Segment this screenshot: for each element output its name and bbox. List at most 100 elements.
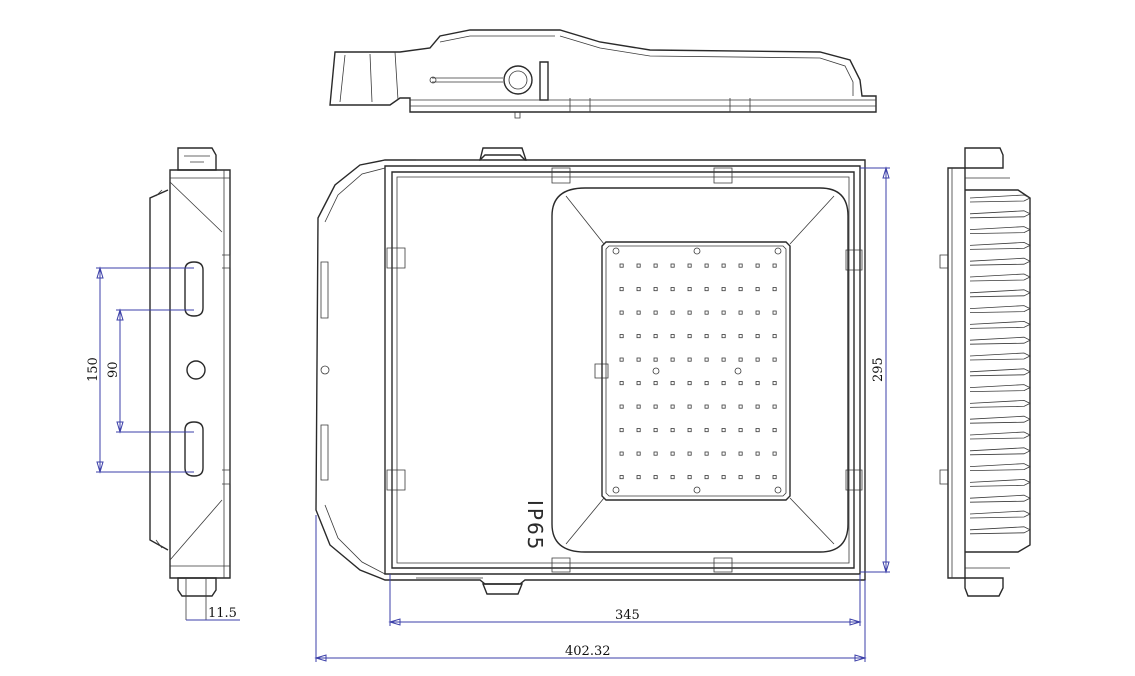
led-chip — [670, 475, 675, 480]
led-chip — [636, 263, 641, 268]
led-chip — [755, 263, 760, 268]
led-chip — [636, 310, 641, 315]
led-chip — [772, 381, 777, 386]
led-grid — [619, 263, 777, 480]
led-chip — [653, 451, 658, 456]
led-chip — [738, 475, 743, 480]
fin — [969, 289, 1031, 298]
led-chip — [738, 404, 743, 409]
dim-body-length: 345 — [615, 608, 640, 623]
right-side-view — [939, 147, 1031, 597]
led-chip — [619, 451, 624, 456]
led-chip — [704, 287, 709, 292]
fin — [969, 415, 1031, 424]
led-chip — [738, 451, 743, 456]
dim-bracket-thickness: 11.5 — [208, 606, 237, 621]
led-chip — [619, 357, 624, 362]
dim-total-length: 402.32 — [565, 644, 611, 659]
led-chip — [755, 428, 760, 433]
led-chip — [772, 357, 777, 362]
led-chip — [738, 428, 743, 433]
led-chip — [721, 404, 726, 409]
led-chip — [636, 451, 641, 456]
led-chip — [636, 381, 641, 386]
led-chip — [755, 381, 760, 386]
led-chip — [772, 263, 777, 268]
fin — [969, 257, 1031, 266]
fin — [969, 352, 1031, 361]
led-chip — [772, 475, 777, 480]
led-chip — [738, 334, 743, 339]
led-chip — [704, 357, 709, 362]
led-chip — [670, 428, 675, 433]
dim-slot-inner: 90 — [106, 361, 121, 378]
led-chip — [772, 310, 777, 315]
led-chip — [653, 404, 658, 409]
led-chip — [687, 357, 692, 362]
led-chip — [670, 310, 675, 315]
led-chip — [772, 404, 777, 409]
fin — [969, 526, 1031, 535]
led-chip — [653, 357, 658, 362]
led-chip — [772, 287, 777, 292]
led-chip — [704, 310, 709, 315]
led-chip — [704, 404, 709, 409]
fin — [969, 478, 1031, 487]
led-chip — [636, 357, 641, 362]
dimension-labels: 402.32 345 295 150 90 11.5 — [86, 357, 886, 659]
left-side-view — [149, 147, 231, 620]
led-chip — [755, 451, 760, 456]
led-chip — [738, 357, 743, 362]
top-view — [329, 29, 877, 119]
led-chip — [619, 404, 624, 409]
led-chip — [687, 404, 692, 409]
led-chip — [772, 428, 777, 433]
fin — [969, 447, 1031, 456]
fin — [969, 320, 1031, 329]
led-chip — [687, 475, 692, 480]
led-chip — [721, 428, 726, 433]
led-chip — [653, 428, 658, 433]
led-chip — [687, 263, 692, 268]
led-chip — [619, 475, 624, 480]
led-chip — [704, 263, 709, 268]
led-chip — [738, 263, 743, 268]
led-chip — [687, 451, 692, 456]
fin — [969, 241, 1031, 250]
fin — [969, 399, 1031, 408]
led-chip — [670, 334, 675, 339]
screw-icon — [612, 247, 782, 494]
fin — [969, 210, 1031, 219]
led-chip — [704, 428, 709, 433]
led-chip — [755, 475, 760, 480]
led-chip — [636, 404, 641, 409]
led-chip — [687, 310, 692, 315]
led-chip — [619, 428, 624, 433]
led-chip — [721, 287, 726, 292]
led-chip — [636, 475, 641, 480]
led-chip — [704, 381, 709, 386]
led-chip — [670, 404, 675, 409]
fin — [969, 305, 1031, 313]
led-chip — [721, 310, 726, 315]
led-chip — [721, 451, 726, 456]
led-chip — [653, 334, 658, 339]
led-chip — [687, 334, 692, 339]
led-chip — [619, 334, 624, 339]
led-chip — [721, 263, 726, 268]
led-chip — [636, 334, 641, 339]
led-chip — [636, 428, 641, 433]
fin — [969, 384, 1031, 392]
led-chip — [755, 334, 760, 339]
led-chip — [704, 475, 709, 480]
led-chip — [721, 381, 726, 386]
fin — [969, 494, 1031, 503]
led-chip — [772, 334, 777, 339]
led-chip — [653, 263, 658, 268]
led-chip — [721, 475, 726, 480]
led-chip — [721, 357, 726, 362]
led-chip — [755, 404, 760, 409]
fin — [969, 431, 1031, 440]
led-chip — [670, 357, 675, 362]
led-chip — [619, 381, 624, 386]
